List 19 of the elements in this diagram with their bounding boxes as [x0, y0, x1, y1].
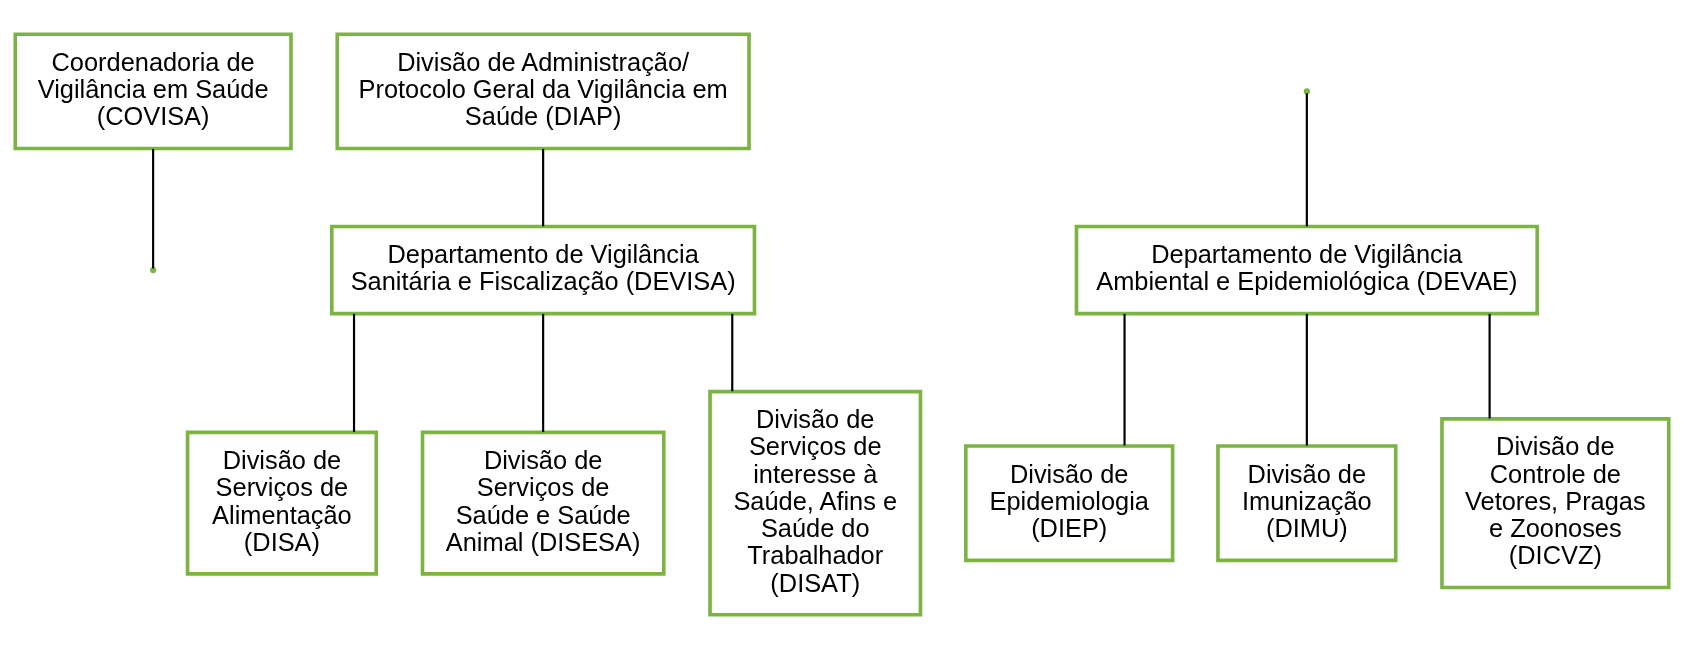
node-box: Departamento de Vigilância Sanitária e Fiscalização (DEVISA): [330, 224, 757, 315]
node-box: Divisão de Serviços de Saúde e Saúde Animal (DISESA): [420, 430, 666, 576]
node-box: Divisão de Serviços de Alimentação (DISA): [185, 430, 379, 576]
connector: [731, 313, 734, 391]
connector: [152, 148, 155, 268]
node-box: Departamento de Vigilância Ambiental e Epidemiológica (DEVAE): [1074, 224, 1540, 315]
connector: [1488, 313, 1491, 418]
node-box: Coordenadoria de Vigilância em Saúde (COVISA): [13, 31, 293, 150]
connector: [542, 148, 545, 226]
node-box: Divisão de Epidemiologia (DIEP): [964, 443, 1175, 562]
connector: [1123, 313, 1126, 445]
node-box: Divisão de Imunização (DIMU): [1216, 443, 1398, 562]
node-box: Divisão de Serviços de interesse à Saúde, Afins e Saúde do Trabalhador (DISAT): [708, 389, 923, 617]
connector: [1305, 92, 1308, 226]
connector: [352, 313, 356, 432]
connector: [542, 313, 545, 432]
node-box: Divisão de Controle de Vetores, Pragas e Zoonoses (DICVZ): [1440, 416, 1671, 589]
node-box: Divisão de Administração/ Protocolo Geral da Vigilância em Saúde (DIAP): [335, 31, 751, 150]
connector: [1305, 313, 1308, 445]
